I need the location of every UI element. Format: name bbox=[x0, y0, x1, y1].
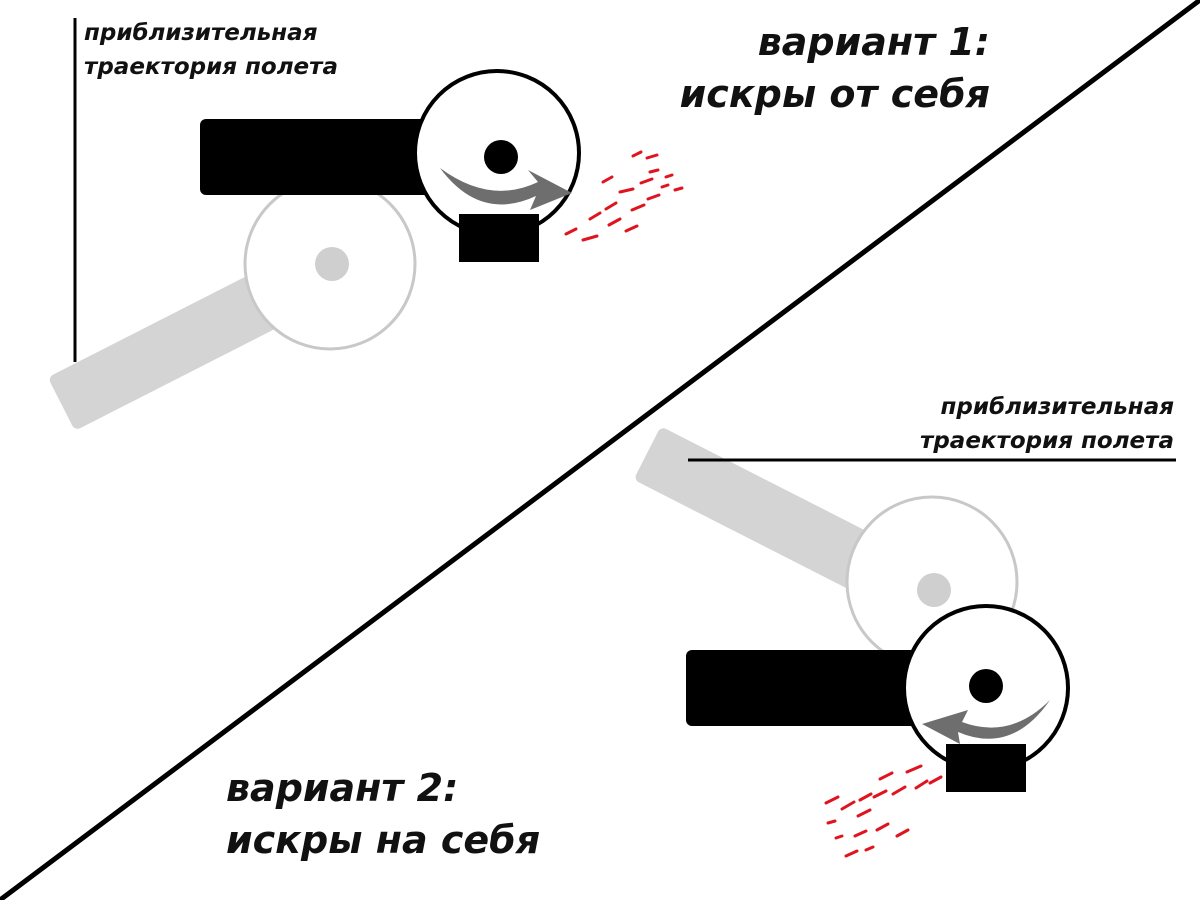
trajectory-note-top-line1: приблизительная bbox=[84, 20, 318, 46]
grinder-hub bbox=[484, 140, 518, 174]
variant-1-title: вариант 1: искры от себя bbox=[680, 16, 990, 120]
grinder-guard bbox=[946, 744, 1026, 792]
variant-1-group bbox=[49, 18, 684, 429]
sparks-bottom bbox=[824, 764, 943, 858]
grinder-bottom bbox=[686, 604, 1070, 792]
curved-arrow-icon bbox=[440, 168, 572, 210]
grinder-body bbox=[686, 650, 926, 726]
trajectory-note-top-line2: траектория полета bbox=[84, 54, 338, 80]
grinder-top bbox=[200, 69, 581, 262]
trajectory-note-bottom-line1: приблизительная bbox=[940, 394, 1174, 420]
variant-2-title: вариант 2: искры на себя bbox=[226, 762, 540, 866]
curved-arrow-icon bbox=[922, 700, 1050, 744]
grinder-hub bbox=[969, 669, 1003, 703]
trajectory-note-top: приблизительная траектория полета bbox=[84, 16, 338, 84]
trajectory-note-bottom: приблизительная траектория полета bbox=[920, 390, 1174, 458]
trajectory-note-bottom-line2: траектория полета bbox=[920, 428, 1174, 454]
sparks-top bbox=[564, 150, 684, 242]
variant-2-title-line1: вариант 2: bbox=[226, 766, 459, 810]
variant-2-title-line2: искры на себя bbox=[226, 818, 541, 862]
grinder-guard bbox=[459, 214, 539, 262]
grinder-body bbox=[200, 119, 440, 195]
variant-1-title-line2: искры от себя bbox=[679, 72, 990, 116]
variant-1-title-line1: вариант 1: bbox=[757, 20, 990, 64]
ghost-grinder-top bbox=[49, 177, 417, 429]
variant-2-group bbox=[635, 428, 1176, 858]
